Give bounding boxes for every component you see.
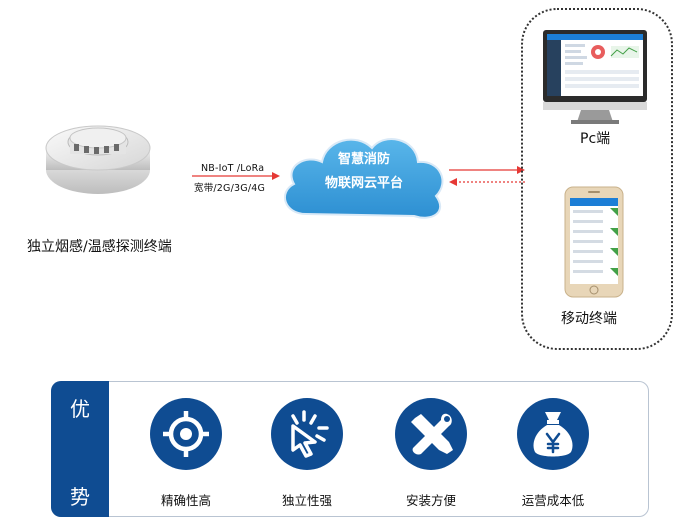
crosshair-icon [163, 411, 209, 457]
feature-label: 精确性高 [160, 493, 211, 508]
feature-label: 独立性强 [281, 493, 332, 508]
cloud-shape [283, 138, 444, 219]
feature-icon-circle [150, 398, 222, 470]
money-bag-icon [533, 412, 573, 457]
platform-to-terminal-arrows [449, 166, 525, 186]
pc-monitor-image [543, 30, 647, 124]
link-arrow [192, 172, 280, 180]
cursor-click-icon [291, 410, 329, 458]
platform-title-line2: 物联网云平台 [324, 176, 403, 191]
link-network-text: 宽带/2G/3G/4G [194, 183, 266, 194]
platform-title-line1: 智慧消防 [337, 152, 390, 167]
link-protocol-text: NB-IoT /LoRa [201, 163, 265, 174]
feature-label: 安装方便 [405, 493, 456, 508]
device-label: 独立烟感/温感探测终端 [27, 239, 172, 255]
terminal-group [521, 8, 673, 350]
feature-icon-circle [517, 398, 589, 470]
advantages-heading-top: 优 [70, 397, 90, 421]
mobile-label: 移动终端 [561, 311, 617, 327]
feature-icon-circle [271, 398, 343, 470]
smoke-detector-image [45, 125, 151, 194]
feature-icon-circle [395, 398, 467, 470]
pc-label: Pc端 [580, 131, 611, 147]
advantages-heading-bottom: 势 [70, 485, 90, 509]
tools-icon [411, 413, 453, 455]
feature-label: 运营成本低 [521, 493, 585, 508]
mobile-phone-image [564, 186, 624, 298]
advantages-heading-bar: 优 势 [51, 381, 109, 517]
